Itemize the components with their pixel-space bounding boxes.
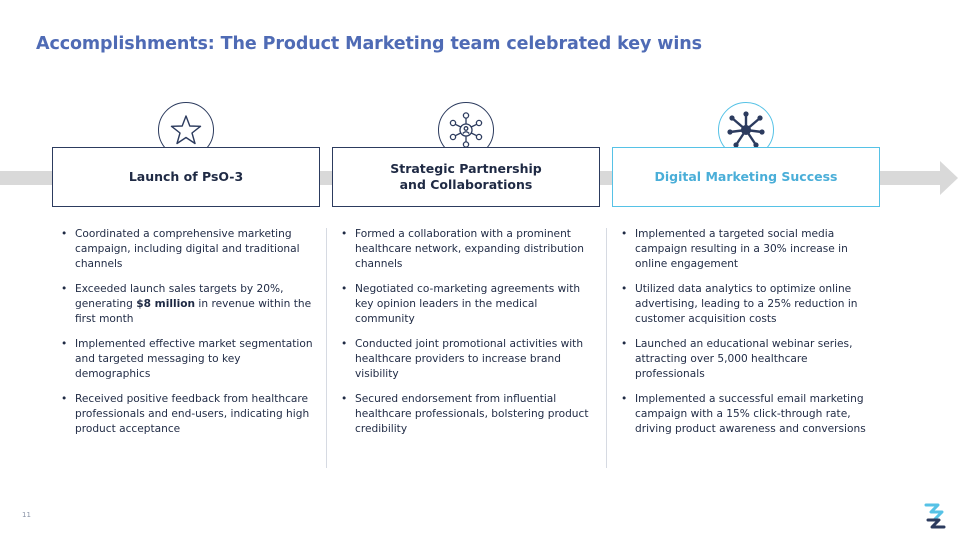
list-item: Implemented a targeted social media camp… bbox=[621, 227, 873, 272]
list-item: Negotiated co-marketing agreements with … bbox=[341, 282, 593, 327]
heading-launch-pso3: Launch of PsO-3 bbox=[52, 147, 320, 207]
list-item: Launched an educational webinar series, … bbox=[621, 337, 873, 382]
hands-together-icon bbox=[727, 111, 765, 148]
list-item: Utilized data analytics to optimize onli… bbox=[621, 282, 873, 327]
company-logo-icon bbox=[924, 503, 946, 529]
heading-launch-label: Launch of PsO-3 bbox=[128, 169, 244, 184]
list-item: Conducted joint promotional activities w… bbox=[341, 337, 593, 382]
page-number: 11 bbox=[22, 511, 31, 519]
list-item: Exceeded launch sales targets by 20%, ge… bbox=[61, 282, 313, 327]
list-item: Received positive feedback from healthca… bbox=[61, 392, 313, 437]
heading-digital-label: Digital Marketing Success bbox=[654, 169, 838, 184]
list-item: Formed a collaboration with a prominent … bbox=[341, 227, 593, 272]
heading-strategic-partnership: Strategic Partnership and Collaborations bbox=[332, 147, 600, 207]
star-icon bbox=[170, 115, 202, 145]
list-item: Implemented effective market segmentatio… bbox=[61, 337, 313, 382]
heading-digital-marketing: Digital Marketing Success bbox=[612, 147, 880, 207]
list-item: Secured endorsement from influential hea… bbox=[341, 392, 593, 437]
column-divider bbox=[326, 228, 327, 468]
column-divider bbox=[606, 228, 607, 468]
list-item: Coordinated a comprehensive marketing ca… bbox=[61, 227, 313, 272]
list-item: Implemented a successful email marketing… bbox=[621, 392, 873, 437]
heading-partnership-line2: and Collaborations bbox=[399, 177, 533, 192]
bullets-launch: Coordinated a comprehensive marketing ca… bbox=[61, 227, 313, 447]
bullets-digital: Implemented a targeted social media camp… bbox=[621, 227, 873, 447]
bullets-partnership: Formed a collaboration with a prominent … bbox=[341, 227, 593, 447]
network-icon bbox=[449, 112, 483, 148]
page-title: Accomplishments: The Product Marketing t… bbox=[36, 34, 702, 54]
heading-partnership-line1: Strategic Partnership bbox=[390, 161, 542, 176]
